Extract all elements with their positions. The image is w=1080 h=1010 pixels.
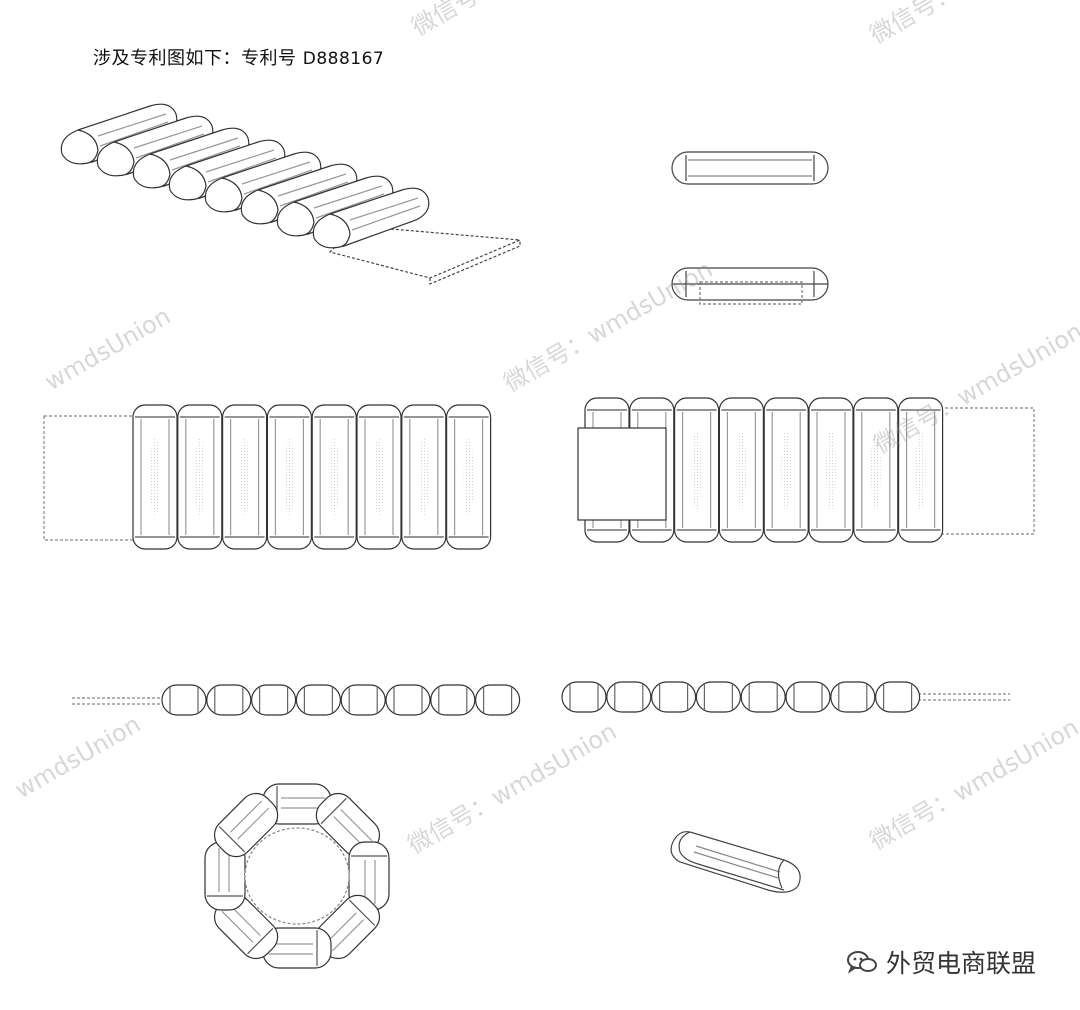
edge-segment [251, 684, 297, 716]
patent-number: D888167 [302, 49, 385, 69]
caption-text: 涉及专利图如下：专利号 [93, 48, 303, 69]
front-view-strap [43, 404, 492, 550]
edge-segment [650, 681, 697, 713]
strap-segment [266, 404, 312, 550]
edge-segment [561, 681, 607, 713]
edge-segment [206, 684, 252, 716]
edge-segment [295, 684, 341, 716]
strap-segment [808, 397, 854, 543]
ring-closed-view [204, 783, 390, 969]
strap-segment [853, 397, 899, 543]
single-segment-perspective [670, 831, 801, 893]
edge-segment [606, 681, 652, 713]
strap-segment [356, 404, 402, 550]
edge-segment [340, 684, 386, 716]
edge-segment [830, 681, 876, 713]
strap-segment [446, 404, 492, 550]
strap-segment [132, 404, 178, 550]
edge-segment [740, 681, 786, 713]
edge-segment [475, 684, 521, 716]
strap-segment [222, 404, 268, 550]
strap-segment [673, 397, 720, 543]
edge-segment [695, 681, 742, 713]
perspective-segment [168, 139, 286, 201]
top-elevation-single-segment [671, 151, 829, 185]
strap-segment [763, 397, 809, 543]
edge-segment [785, 681, 831, 713]
patent-caption: 涉及专利图如下：专利号 D888167 [93, 44, 384, 70]
edge-segment [430, 684, 476, 716]
strap-segment [897, 397, 944, 543]
rear-view-strap [577, 397, 1035, 543]
ring-segment [213, 792, 279, 858]
edge-segment [161, 684, 207, 716]
brand-name: 外贸电商联盟 [886, 949, 1037, 978]
strap-segment [311, 404, 357, 550]
brand-badge: 外贸电商联盟 [846, 944, 1036, 980]
strap-segment [177, 404, 223, 550]
edge-segment [385, 684, 431, 716]
perspective-segment [312, 187, 430, 249]
edge-segment [874, 681, 921, 713]
bottom-edge-view-strap [561, 681, 1010, 713]
wechat-official-account-icon [847, 951, 877, 974]
perspective-view [60, 103, 521, 285]
bottom-elevation-single-segment [671, 267, 829, 305]
strap-segment [718, 397, 765, 543]
top-edge-view-strap [72, 684, 521, 716]
strap-segment [401, 404, 447, 550]
